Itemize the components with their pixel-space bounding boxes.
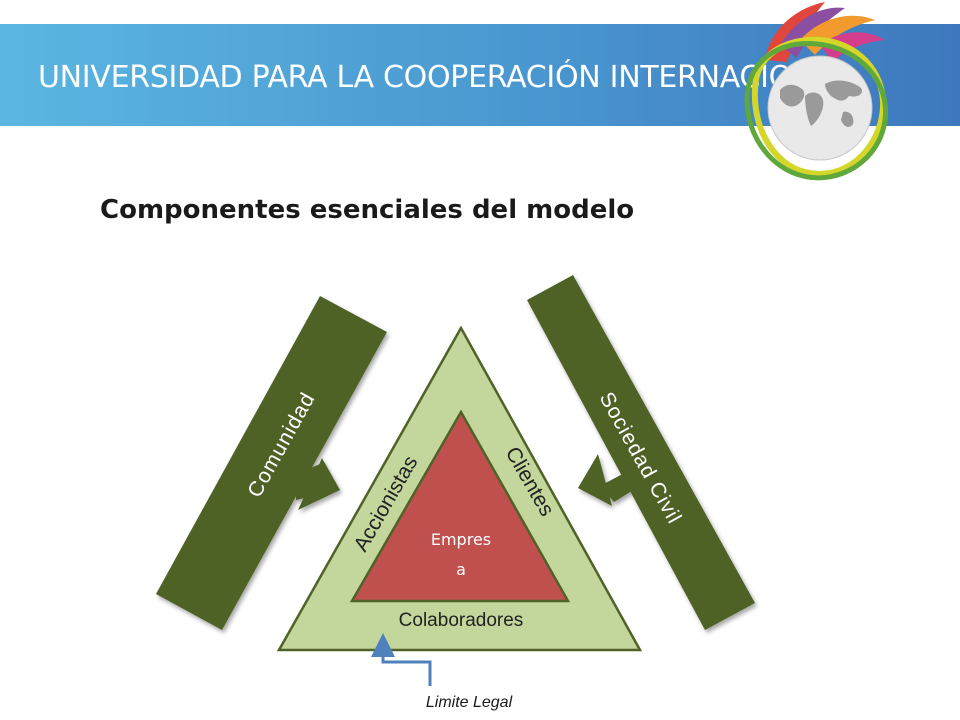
university-logo: [744, 2, 889, 181]
comunidad-bar-shape: [156, 296, 387, 630]
empresa-label-line2: a: [456, 560, 466, 579]
legal-limit-label: Limite Legal: [426, 694, 513, 711]
university-name: UNIVERSIDAD PARA LA COOPERACIÓN INTERNAC…: [38, 60, 851, 95]
logo-ring-green: [744, 41, 889, 181]
inner-triangle: [349, 409, 571, 603]
slide-title: Componentes esenciales del modelo: [100, 195, 635, 225]
logo-globe-continents: [780, 80, 863, 127]
legal-limit-arrow: [371, 633, 432, 682]
sociedad-civil-bar-shape: [527, 275, 755, 630]
comunidad-arrowhead: [298, 458, 340, 510]
sociedad-civil-arrow: [600, 470, 640, 502]
comunidad-bar: [156, 296, 387, 630]
sociedad-civil-arrowhead: [578, 454, 612, 506]
empresa-label-line1: Empres: [431, 530, 491, 549]
colaboradores-label: Colaboradores: [399, 610, 524, 631]
sociedad-civil-bar: [527, 275, 755, 630]
